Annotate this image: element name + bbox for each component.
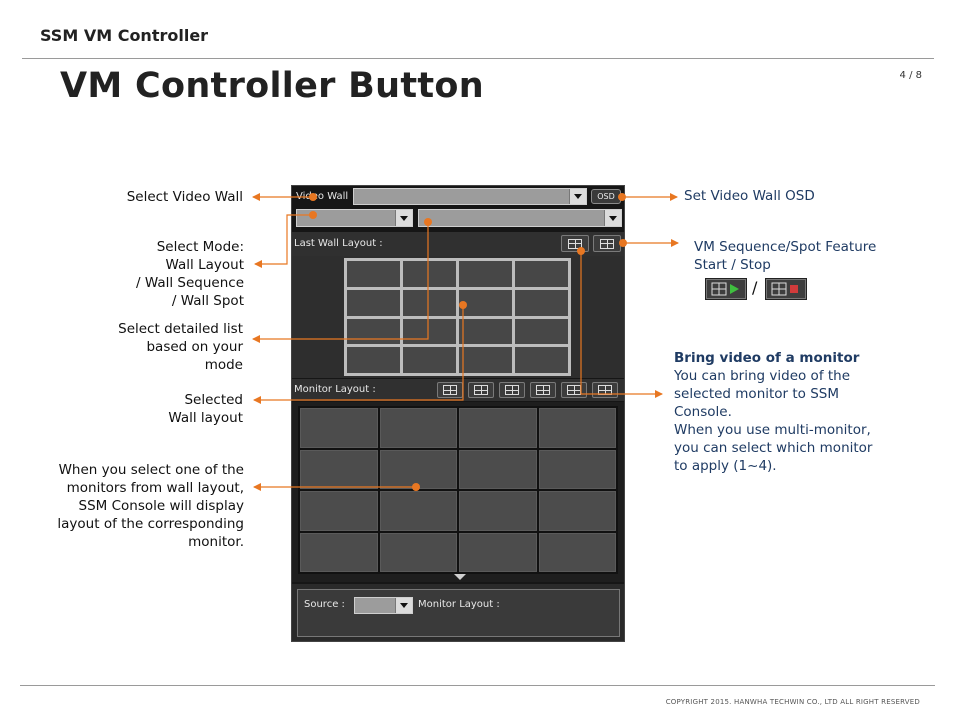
bring-video-button[interactable] [561, 382, 587, 398]
wall-monitor-cell[interactable] [347, 289, 400, 316]
wall-monitor-cell[interactable] [459, 318, 512, 345]
osd-button[interactable]: OSD [591, 189, 621, 204]
chevron-down-icon[interactable] [569, 189, 586, 204]
monitor-layout-cell[interactable] [459, 449, 537, 489]
sequence-stop-button[interactable] [593, 235, 621, 252]
layout-grid-icon [598, 385, 612, 395]
wall-monitor-cell[interactable] [459, 261, 512, 287]
layout-grid-icon [443, 385, 457, 395]
sequence-start-demo-button [705, 278, 747, 300]
monitor-layout-bar: Monitor Layout : [292, 379, 624, 401]
wall-monitor-cell[interactable] [515, 261, 568, 287]
wall-monitor-cell[interactable] [515, 318, 568, 345]
layout-6-button[interactable] [592, 382, 618, 398]
wall-layout-grid[interactable] [344, 258, 571, 376]
mode-select[interactable] [296, 209, 413, 227]
wall-monitor-cell[interactable] [403, 261, 456, 287]
layout-grid-icon [474, 385, 488, 395]
last-wall-layout-label: Last Wall Layout : [294, 238, 383, 249]
layout-all-button[interactable] [468, 382, 494, 398]
note-selected-wall: Selected Wall layout [168, 392, 243, 426]
slide-title: VM Controller Button [60, 66, 484, 106]
sequence-start-icon [711, 282, 739, 296]
monitor-layout-cell[interactable] [538, 532, 616, 572]
wall-monitor-cell[interactable] [403, 289, 456, 316]
wall-layout-area [292, 256, 624, 378]
layout-grid-icon [568, 238, 582, 249]
monitor-layout-cell[interactable] [300, 408, 378, 448]
layout-1-button[interactable] [437, 382, 463, 398]
monitor-layout-cell[interactable] [300, 449, 378, 489]
page-number: 4 / 8 [899, 70, 922, 81]
layout-3-button[interactable] [499, 382, 525, 398]
layout-grid-icon [567, 385, 581, 395]
source-monitor-layout-label: Monitor Layout : [418, 599, 500, 610]
layout-grid-icon [600, 238, 614, 249]
monitor-layout-cell[interactable] [300, 532, 378, 572]
note-select-mode: Select Mode: Wall Layout / Wall Sequence… [136, 239, 244, 309]
wall-monitor-cell[interactable] [347, 347, 400, 373]
source-box: Source : Monitor Layout : [297, 589, 620, 637]
monitor-layout-cell[interactable] [459, 408, 537, 448]
demo-separator: / [752, 278, 758, 297]
wall-monitor-cell[interactable] [459, 347, 512, 373]
monitor-layout-cell[interactable] [459, 532, 537, 572]
wall-monitor-cell[interactable] [403, 318, 456, 345]
note-select-detailed: Select detailed list based on your mode [118, 321, 243, 373]
wall-monitor-cell[interactable] [347, 318, 400, 345]
chevron-down-icon[interactable] [604, 210, 621, 226]
sequence-stop-demo-button [765, 278, 807, 300]
last-wall-layout-bar: Last Wall Layout : [292, 232, 624, 256]
video-wall-label: Video Wall [296, 191, 349, 202]
source-area: Source : Monitor Layout : [292, 584, 624, 641]
bring-video-title: Bring video of a monitor [674, 350, 860, 366]
note-bring-video: Bring video of a monitor You can bring v… [674, 350, 873, 474]
monitor-layout-cell[interactable] [538, 449, 616, 489]
layout-grid-icon [536, 385, 550, 395]
monitor-layout-cell[interactable] [379, 408, 457, 448]
monitor-layout-cell[interactable] [538, 408, 616, 448]
note-select-video-wall: Select Video Wall [126, 189, 243, 205]
wall-monitor-cell[interactable] [515, 289, 568, 316]
monitor-layout-cell[interactable] [459, 491, 537, 531]
header-divider [22, 58, 934, 59]
note-set-osd: Set Video Wall OSD [684, 188, 815, 204]
wall-monitor-cell[interactable] [403, 347, 456, 373]
monitor-layout-cell[interactable] [379, 449, 457, 489]
sequence-start-button[interactable] [561, 235, 589, 252]
layout-grid-icon [505, 385, 519, 395]
monitor-layout-cell[interactable] [300, 491, 378, 531]
source-select[interactable] [354, 597, 413, 614]
monitor-layout-cell[interactable] [379, 491, 457, 531]
expand-arrow-icon[interactable] [454, 574, 466, 580]
chevron-down-icon[interactable] [395, 598, 412, 613]
note-vm-sequence: VM Sequence/Spot Feature Start / Stop [694, 239, 877, 273]
note-select-monitor: When you select one of the monitors from… [57, 462, 244, 550]
sequence-stop-icon [771, 282, 798, 296]
footer-divider [20, 685, 935, 686]
vm-controller-panel: Video Wall OSD Last Wall Layout : Monito… [291, 185, 625, 642]
copyright: COPYRIGHT 2015. HANWHA TECHWIN CO., LTD … [665, 698, 920, 706]
monitor-layout-cell[interactable] [379, 532, 457, 572]
chevron-down-icon[interactable] [395, 210, 412, 226]
detail-list-select[interactable] [418, 209, 622, 227]
layout-4-button[interactable] [530, 382, 556, 398]
wall-monitor-cell[interactable] [459, 289, 512, 316]
monitor-layout-grid[interactable] [298, 406, 618, 574]
brand-title: SSM VM Controller [40, 26, 209, 45]
monitor-layout-cell[interactable] [538, 491, 616, 531]
monitor-layout-label: Monitor Layout : [294, 384, 376, 395]
source-label: Source : [304, 599, 345, 610]
monitor-layout-area [292, 402, 624, 582]
wall-monitor-cell[interactable] [515, 347, 568, 373]
wall-monitor-cell[interactable] [347, 261, 400, 287]
video-wall-select[interactable] [353, 188, 587, 205]
